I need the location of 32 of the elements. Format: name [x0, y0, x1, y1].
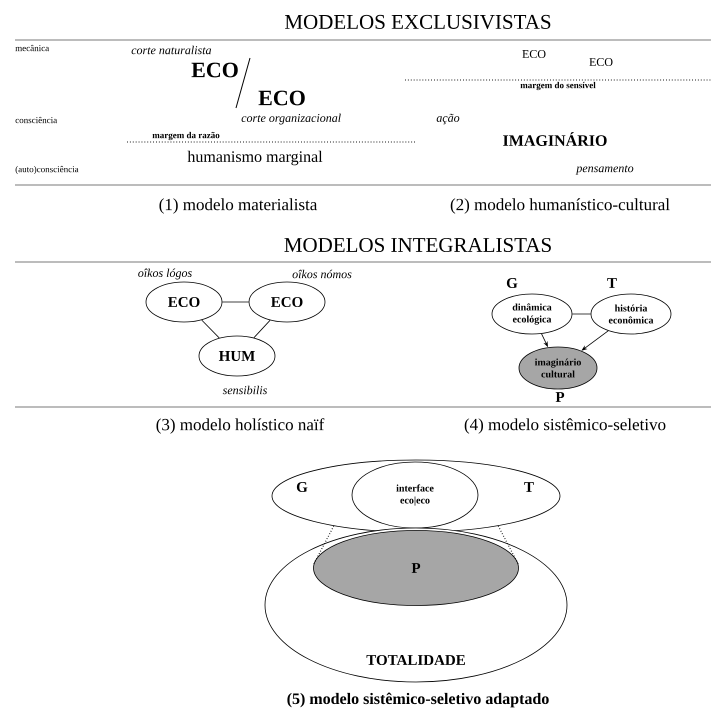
model-caption: (4) modelo sistêmico-seletivo — [464, 418, 666, 434]
ellipse-caption: oîkos lógos — [138, 268, 192, 280]
ellipse-caption: T — [607, 278, 617, 288]
ellipse-caption: G — [506, 278, 518, 288]
margin-label: margem da razão — [152, 132, 220, 140]
margin-label: margem do sensível — [520, 82, 596, 90]
word: pensamento — [576, 165, 634, 175]
row-label: consciência — [16, 116, 58, 124]
title: MODELOS EXCLUSIVISTAS — [284, 14, 550, 30]
word: ECO — [589, 58, 612, 66]
model-caption: (1) modelo materialista — [159, 198, 318, 214]
ellipse-caption: oîkos nómos — [292, 270, 352, 278]
section-heading: MODELOS INTEGRALISTAS — [284, 238, 551, 252]
dotted-line — [498, 526, 519, 565]
cut-label: corte organizacional — [242, 114, 341, 124]
ellipse-caption: P — [556, 392, 564, 402]
connector-line — [201, 320, 220, 338]
model-caption: (3) modelo holístico naïf — [156, 418, 324, 434]
cut-label: corte naturalista — [132, 46, 212, 54]
word: ECO — [192, 62, 238, 78]
row-label: (auto)consciência — [16, 166, 79, 174]
row-label: mecânica — [15, 44, 50, 52]
ellipse-caption: sensibilis — [222, 386, 267, 394]
word: humanismo marginal — [188, 150, 322, 166]
word: ECO — [258, 90, 305, 106]
word: ação — [436, 114, 460, 124]
model-caption: (2) modelo humanístico-cultural — [450, 198, 670, 214]
word: IMAGINÁRIO — [503, 132, 607, 146]
dotted-line — [313, 526, 334, 565]
connector-line — [254, 320, 270, 338]
word: ECO — [522, 50, 546, 58]
model-caption: (5) modelo sistêmico-seletivo adaptado — [287, 692, 549, 708]
